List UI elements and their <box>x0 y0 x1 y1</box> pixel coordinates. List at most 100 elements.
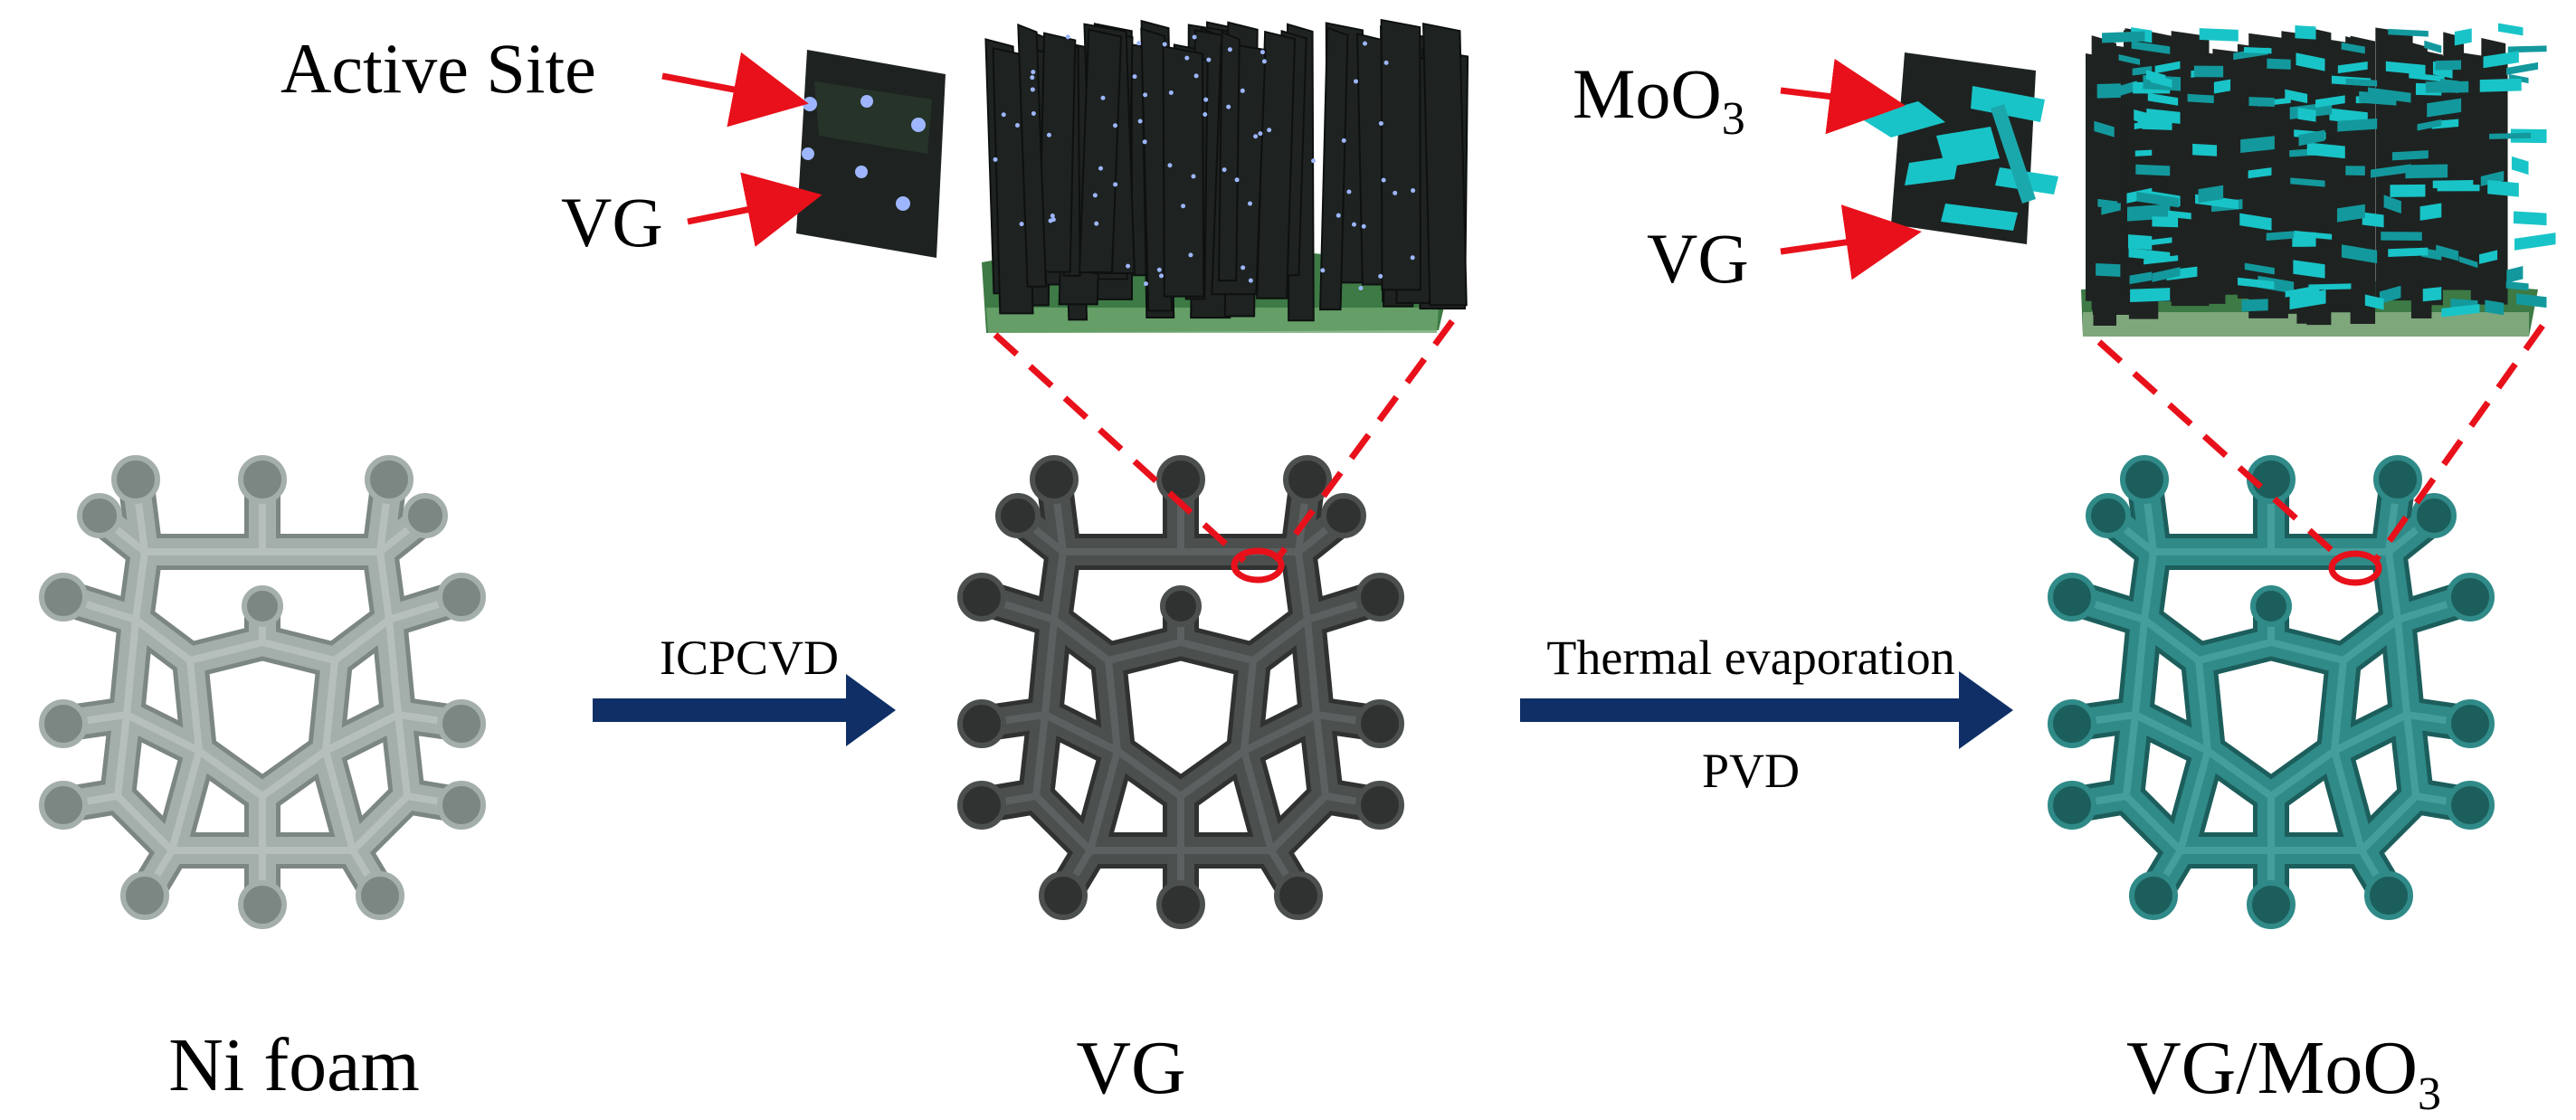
foam-tube-cap <box>1274 871 1323 920</box>
active-site-dot <box>1240 265 1246 271</box>
active-site-dot <box>1100 95 1106 100</box>
foam-tube <box>60 476 465 908</box>
icpcvd-arrow <box>593 674 896 746</box>
moo3-flake <box>2128 234 2153 251</box>
active-site-dot <box>1393 190 1398 195</box>
foam-tube-cap <box>2048 573 2096 622</box>
foam-tube <box>2068 476 2474 908</box>
foam-tube-cap <box>365 455 413 504</box>
moo3-flake <box>2248 167 2272 179</box>
moo3-flake <box>2337 118 2378 132</box>
moo3-flake <box>2130 288 2171 303</box>
moo3-flake <box>2419 203 2442 221</box>
active-site-dot <box>1192 34 1197 40</box>
vg-moo3-zoom-line-left <box>2096 339 2346 564</box>
active-site-dot <box>1143 92 1148 98</box>
graphene-sheet <box>2460 52 2497 290</box>
foam-tube-cap <box>403 493 448 538</box>
active-site-dot <box>1098 166 1103 171</box>
moo3-flake <box>2134 118 2171 130</box>
moo3-flake <box>2506 266 2524 283</box>
moo3-flake <box>2385 61 2426 75</box>
active-site-dot <box>993 157 998 162</box>
vg-moo3-forest <box>2081 23 2556 337</box>
active-site-dot <box>1240 88 1245 93</box>
moo3-flake <box>2096 83 2121 99</box>
active-site-dot <box>1019 222 1024 227</box>
active-site-dot <box>1030 75 1035 81</box>
active-site-dot <box>1381 177 1386 183</box>
active-site-dot <box>1031 110 1036 116</box>
moo3-flake <box>2511 156 2529 176</box>
active-site-dot <box>1136 41 1142 46</box>
foam-tube-cap <box>1030 455 1079 504</box>
foam-tube-cap <box>1355 781 1404 830</box>
moo3-flake <box>2341 42 2365 54</box>
foam-tube-cap <box>1283 455 1332 504</box>
moo3-flake <box>2417 119 2442 131</box>
moo3-flake <box>2315 95 2345 109</box>
foam-tube-cap <box>39 781 88 830</box>
active-site-dot <box>1156 267 1162 272</box>
moo3-flake <box>2379 285 2401 304</box>
moo3-flake <box>2243 47 2272 54</box>
moo3-flake <box>2136 192 2180 208</box>
vg-callout-2: VG <box>1647 219 1749 298</box>
foam-tube-cap <box>242 585 283 627</box>
moo3-flake <box>2371 164 2411 178</box>
active-site-dot <box>1411 188 1416 194</box>
vg-moo3-inset: MoO3 VG <box>1573 23 2556 586</box>
moo3-flake <box>2290 177 2325 187</box>
moo3-flake <box>2364 294 2384 310</box>
moo3-flake <box>2238 277 2275 289</box>
active-site-dot <box>896 196 910 211</box>
active-site-dot <box>1226 104 1231 109</box>
vg-moo3-single-sheet <box>1859 52 2058 244</box>
active-site-dot <box>1354 79 1359 84</box>
moo3-flake <box>2266 231 2295 241</box>
active-site-dot <box>911 118 926 132</box>
active-site-dot <box>1361 223 1366 229</box>
graphene-sheet <box>1218 31 1240 282</box>
active-site-dot <box>1206 57 1212 62</box>
active-site-dot <box>1162 42 1167 47</box>
moo3-flake <box>2096 262 2121 277</box>
foam-tube-cap <box>111 455 160 504</box>
moo3-flake <box>2285 285 2320 298</box>
active-site-dot <box>1311 158 1317 164</box>
foam-tube-cap <box>2373 455 2422 504</box>
moo3-flake <box>2458 256 2478 269</box>
moo3-flake <box>2135 164 2171 176</box>
graphene-sheet <box>2091 35 2111 310</box>
foam-tube-cap <box>77 493 122 538</box>
icpcvd-label: ICPCVD <box>660 631 839 685</box>
foam-tube-cap <box>2048 699 2096 748</box>
moo3-flake <box>2489 132 2532 139</box>
moo3-flake <box>2187 93 2214 104</box>
moo3-flake <box>2479 78 2522 92</box>
graphene-sheet <box>1380 18 1421 291</box>
vg-moo3-foam-structure <box>2048 455 2495 929</box>
active-site-dot <box>1143 281 1148 287</box>
active-site-dot <box>1031 70 1036 75</box>
active-site-dot <box>1181 204 1186 209</box>
foam-tube-cap <box>1321 493 1366 538</box>
active-site-dot <box>1320 268 1326 273</box>
moo3-flake <box>2435 60 2462 71</box>
thermal-evaporation-label: Thermal evaporation <box>1546 631 1954 685</box>
moo3-flake <box>2198 185 2224 204</box>
moo3-flake <box>2436 244 2459 261</box>
vg-label: VG <box>1076 1026 1185 1110</box>
moo3-flake <box>2094 120 2115 138</box>
active-site-dot <box>1203 97 1209 102</box>
vg-pointer-2 <box>1780 204 1922 280</box>
vg-zoom-circle <box>1231 547 1285 584</box>
graphene-sheet <box>1038 32 1077 273</box>
foam-tube-cap <box>2446 573 2495 622</box>
moo3-flake <box>2128 248 2171 261</box>
active-site-dot <box>1261 59 1267 64</box>
foam-tube-cap <box>995 493 1041 538</box>
foam-tube-cap <box>2364 871 2413 920</box>
graphene-sheet <box>1017 23 1047 288</box>
graphene-sheet <box>2385 61 2423 301</box>
